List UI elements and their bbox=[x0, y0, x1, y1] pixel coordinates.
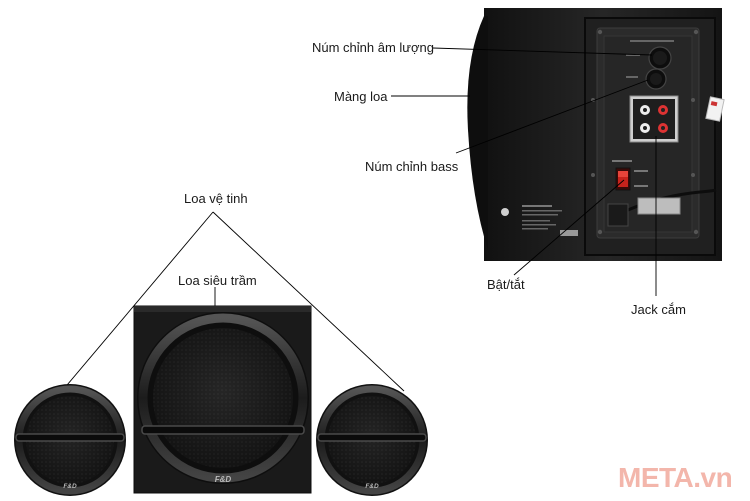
satellite-label: Loa vệ tinh bbox=[184, 191, 248, 206]
callout-lines bbox=[391, 47, 657, 296]
speaker-grille-label: Màng loa bbox=[334, 89, 388, 104]
rating-sticker bbox=[637, 197, 681, 215]
subwoofer-rear-view bbox=[467, 8, 725, 261]
side-grille bbox=[467, 16, 488, 250]
subwoofer-label: Loa siêu trầm bbox=[178, 273, 257, 288]
bass-knob bbox=[645, 68, 667, 90]
meta-watermark-logo: META.vn bbox=[618, 462, 733, 493]
subwoofer-brand-logo: F&D bbox=[215, 475, 232, 484]
power-socket bbox=[607, 203, 629, 227]
subwoofer-front: F&D bbox=[133, 305, 312, 494]
volume-knob bbox=[648, 46, 672, 70]
left-satellite-speaker: F&D bbox=[14, 384, 126, 496]
bass-knob-label: Núm chỉnh bass bbox=[365, 159, 459, 174]
left-satellite-logo: F&D bbox=[63, 483, 77, 490]
rca-jack-block bbox=[629, 95, 679, 143]
subwoofer-handle-bar bbox=[141, 425, 305, 435]
jack-label: Jack cắm bbox=[631, 302, 686, 317]
volume-knob-label: Núm chỉnh âm lượng bbox=[312, 40, 434, 55]
recycle-icon bbox=[501, 208, 509, 216]
power-switch bbox=[615, 167, 631, 191]
right-satellite-logo: F&D bbox=[365, 483, 379, 490]
warning-sticker bbox=[705, 96, 725, 122]
right-satellite-speaker: F&D bbox=[316, 384, 428, 496]
subwoofer-ring bbox=[138, 313, 308, 483]
power-switch-label: Bật/tắt bbox=[487, 277, 525, 292]
